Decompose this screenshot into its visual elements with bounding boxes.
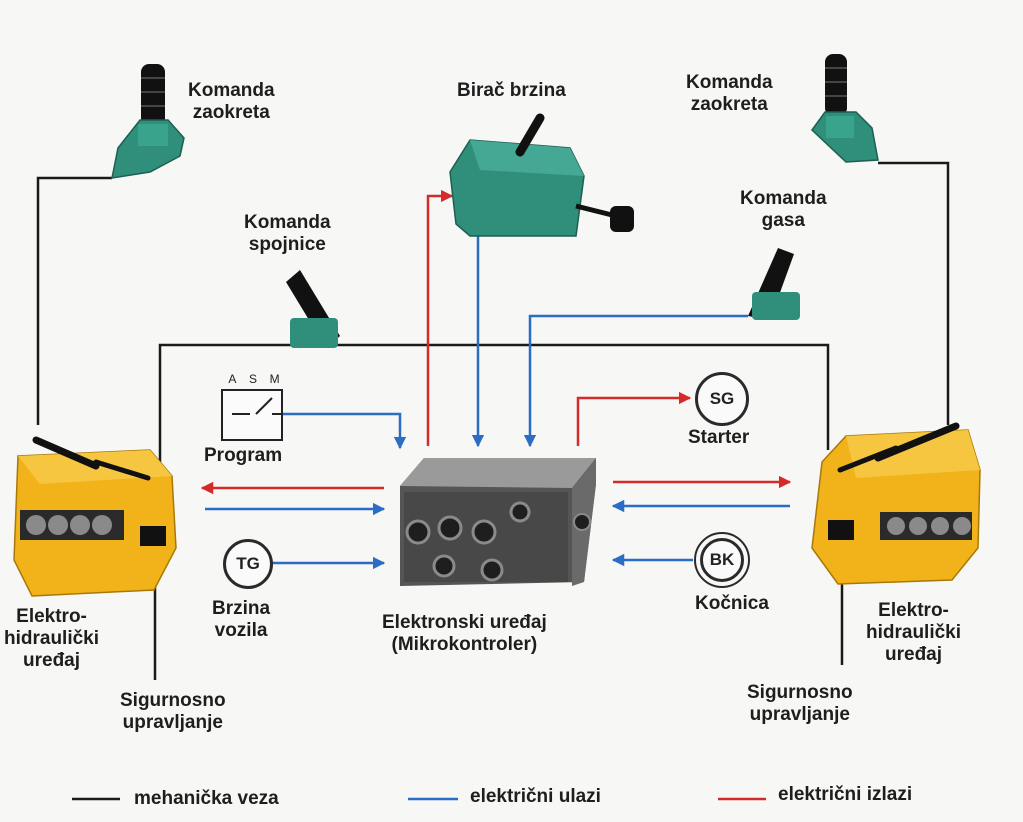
vehicle-speed-symbol: TG — [223, 539, 273, 589]
electro-hydraulic-unit-right — [811, 422, 981, 585]
label-steering-right: Komanda zaokreta — [686, 72, 773, 116]
letter-s: S — [249, 372, 258, 386]
label-line: Komanda — [686, 72, 773, 93]
output-wires — [200, 189, 792, 801]
label-microcontroller: Elektronski uređaj (Mikrokontroler) — [382, 612, 547, 656]
label-line: uređaj — [23, 650, 81, 671]
label-line: Elektro- — [878, 600, 949, 621]
microcontroller-unit — [400, 458, 596, 586]
label-line: upravljanje — [749, 704, 850, 725]
label-line: Elektro- — [16, 606, 87, 627]
steering-control-left — [111, 64, 185, 179]
label-throttle-control: Komanda gasa — [740, 188, 827, 232]
steering-control-right — [811, 54, 879, 163]
label-ehu-left: Elektro- hidraulički uređaj — [4, 606, 99, 672]
legend-inputs: električni ulazi — [470, 786, 601, 807]
label-line: Kočnica — [695, 593, 769, 614]
mech-left-steering-link — [36, 176, 112, 425]
label-steering-left: Komanda zaokreta — [188, 80, 275, 124]
label-program: Program — [204, 445, 282, 467]
label-line: hidraulički — [4, 628, 100, 649]
brake-outer-ring — [694, 532, 750, 588]
mechanical-links — [36, 161, 950, 801]
label-line: (Mikrokontroler) — [391, 634, 538, 655]
label-line: Komanda — [740, 188, 827, 209]
output-starter — [576, 391, 692, 446]
label-line: Program — [204, 445, 283, 466]
label-line: Komanda — [188, 80, 275, 101]
label-clutch-control: Komanda spojnice — [244, 212, 331, 256]
label-vehicle-speed: Brzina vozila — [212, 598, 270, 642]
letter-a: A — [228, 372, 237, 386]
label-line: upravljanje — [122, 712, 223, 733]
throttle-pedal-device — [748, 248, 800, 320]
clutch-pedal-device — [286, 270, 340, 348]
program-switch-symbol — [221, 389, 283, 441]
label-line: Starter — [688, 427, 750, 448]
mech-bus-link — [158, 343, 830, 560]
mech-right-steering-link — [878, 161, 950, 425]
label-starter: Starter — [688, 427, 749, 449]
label-line: Elektronski uređaj — [382, 612, 547, 633]
label-line: zaokreta — [690, 94, 768, 115]
label-line: Komanda — [244, 212, 331, 233]
label-ehu-right: Elektro- hidraulički uređaj — [866, 600, 961, 666]
input-program — [282, 412, 407, 450]
label-line: Brzina — [212, 598, 271, 619]
label-line: Sigurnosno — [120, 690, 226, 711]
label-line: spojnice — [248, 234, 326, 255]
electro-hydraulic-unit-left — [13, 436, 177, 597]
label-safety-right: Sigurnosno upravljanje — [747, 682, 853, 726]
letter-m: M — [269, 372, 280, 386]
program-switch-letters: A S M — [222, 372, 286, 386]
label-brake: Kočnica — [695, 593, 769, 615]
input-throttle — [523, 314, 748, 448]
label-gear-selector: Birač brzina — [457, 80, 566, 102]
output-gear-selector — [426, 189, 454, 446]
label-line: zaokreta — [192, 102, 270, 123]
starter-symbol: SG — [695, 372, 749, 426]
label-line: gasa — [761, 210, 805, 231]
label-safety-left: Sigurnosno upravljanje — [120, 690, 226, 734]
label-line: Sigurnosno — [747, 682, 853, 703]
label-line: vozila — [214, 620, 268, 641]
label-line: uređaj — [885, 644, 943, 665]
gear-selector-device — [449, 113, 634, 237]
input-wires — [205, 235, 790, 801]
legend-mechanical: mehanička veza — [134, 788, 279, 809]
legend-outputs: električni izlazi — [778, 784, 913, 805]
label-line: Birač brzina — [457, 80, 566, 101]
label-line: hidraulički — [866, 622, 962, 643]
brake-symbol: BK — [700, 538, 744, 582]
